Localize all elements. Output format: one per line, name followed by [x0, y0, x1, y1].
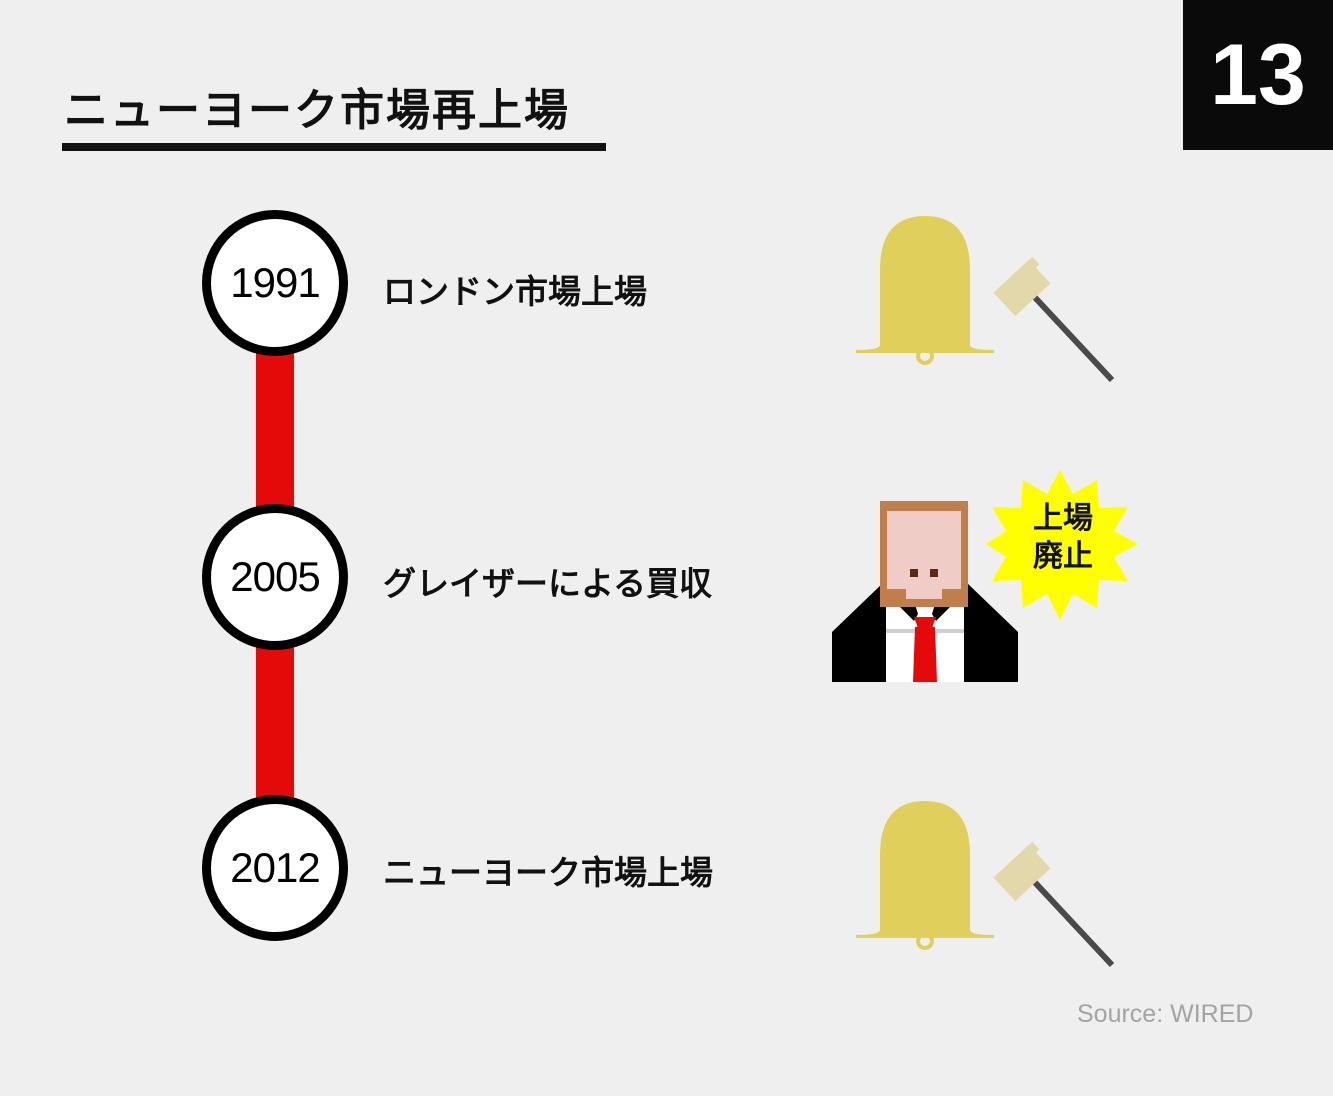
title-underline — [62, 143, 606, 151]
delisting-badge-text: 上場 廃止 — [1003, 500, 1123, 576]
year-node-2005: 2005 — [202, 504, 348, 650]
bell-icon — [856, 801, 994, 948]
source-credit: Source: WIRED — [1077, 1000, 1253, 1029]
gavel-icon — [994, 257, 1112, 380]
year-node-2012: 2012 — [202, 795, 348, 941]
year-node-1991: 1991 — [202, 210, 348, 356]
event-label-2012: ニューヨーク市場上場 — [383, 846, 713, 894]
page-title: ニューヨーク市場再上場 — [64, 74, 570, 138]
page-number-badge: 13 — [1183, 0, 1333, 150]
bell-icon — [856, 216, 994, 363]
event-label-2005: グレイザーによる買収 — [383, 557, 712, 605]
bell-and-gavel-icon — [850, 210, 1130, 390]
delisting-line-1: 上場 — [1003, 500, 1123, 538]
delisting-line-2: 廃止 — [1003, 538, 1123, 576]
bell-and-gavel-icon — [850, 795, 1130, 975]
event-label-1991: ロンドン市場上場 — [383, 265, 647, 313]
gavel-icon — [994, 842, 1112, 965]
